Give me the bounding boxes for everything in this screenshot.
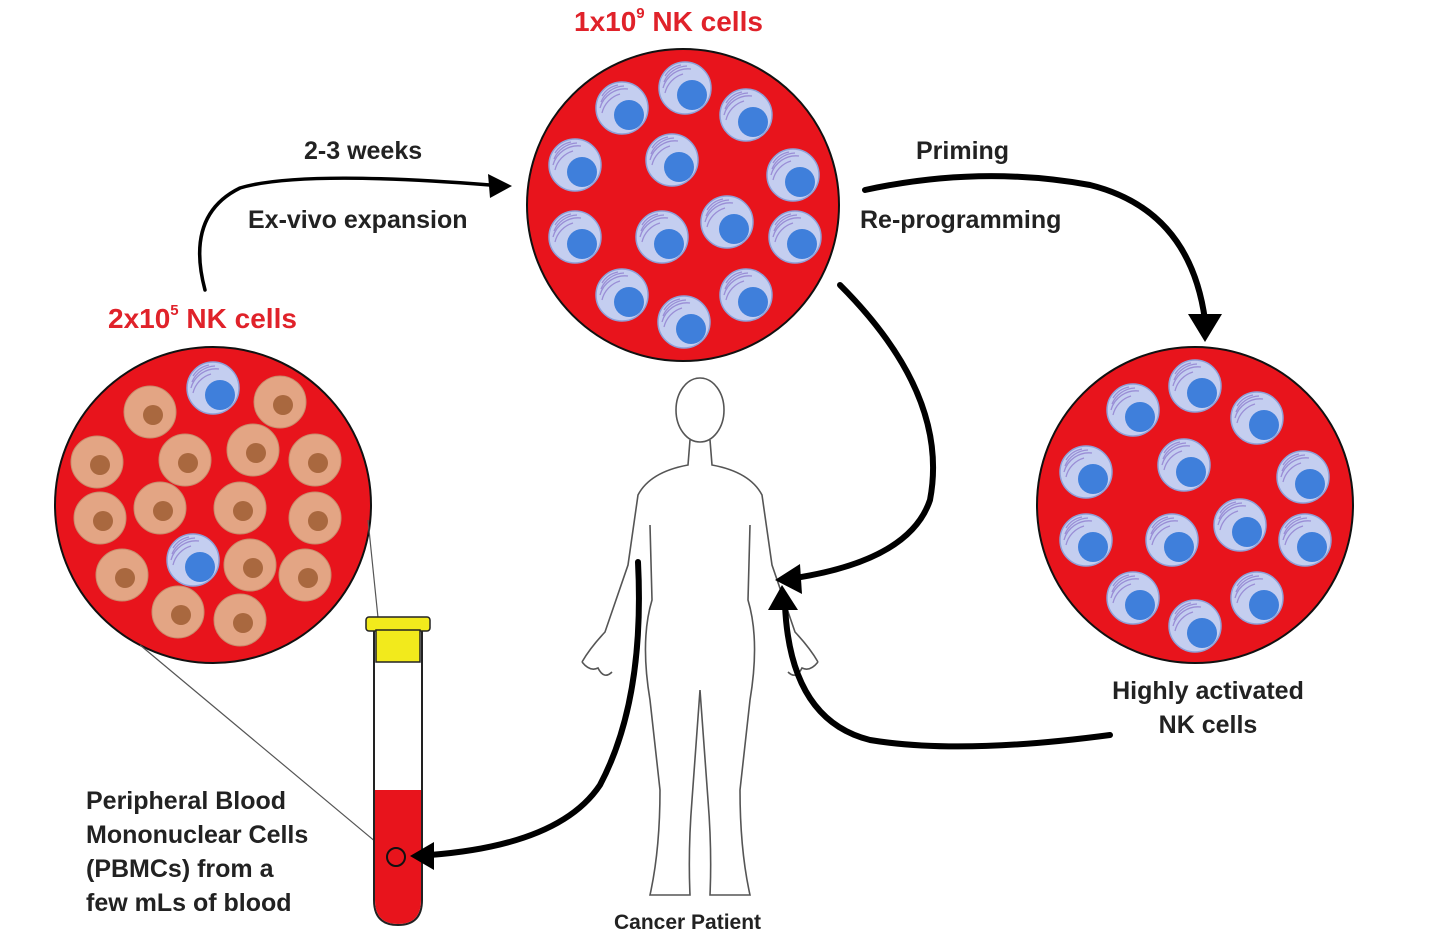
blood-draw-arrow [427, 559, 642, 858]
blood-draw-arrowhead [410, 842, 434, 870]
priming-arrowhead [1188, 314, 1222, 342]
pbmc-circle [54, 346, 372, 664]
activated-cells-label: Highly activated NK cells [1068, 674, 1348, 742]
left-cell-count-label: 2x105 NK cells [108, 302, 297, 334]
test-tube-icon [365, 616, 431, 927]
patient-label: Cancer Patient [614, 911, 762, 934]
human-silhouette-icon [581, 377, 819, 896]
pbmc-label: Peripheral Blood Mononuclear Cells (PBMC… [86, 784, 308, 920]
priming-label: Priming [916, 137, 1010, 165]
pbmc-line-4: few mLs of blood [86, 889, 292, 917]
pbmc-line-3: (PBMCs) from a [86, 855, 274, 883]
infusion-arrow [792, 282, 936, 581]
infusion-arrowhead [775, 564, 802, 594]
arrows [197, 173, 1222, 870]
pbmc-line-1: Peripheral Blood [86, 787, 287, 815]
duration-label: 2-3 weeks [304, 137, 423, 165]
activated-line-1: Highly activated [1112, 677, 1304, 705]
activated-line-2: NK cells [1158, 711, 1258, 739]
return-arrow [782, 602, 1113, 750]
activated-nk-circle [1036, 346, 1354, 664]
reprogramming-label: Re-programming [860, 206, 1062, 234]
expansion-arrow [197, 176, 492, 292]
pbmc-line-2: Mononuclear Cells [86, 821, 309, 849]
expanded-nk-circle [526, 48, 840, 362]
expansion-arrowhead [488, 174, 512, 198]
expansion-label: Ex-vivo expansion [248, 206, 468, 234]
return-arrowhead [768, 585, 798, 610]
top-cell-count-label: 1x109 NK cells [574, 5, 763, 37]
priming-arrow [862, 173, 1208, 323]
